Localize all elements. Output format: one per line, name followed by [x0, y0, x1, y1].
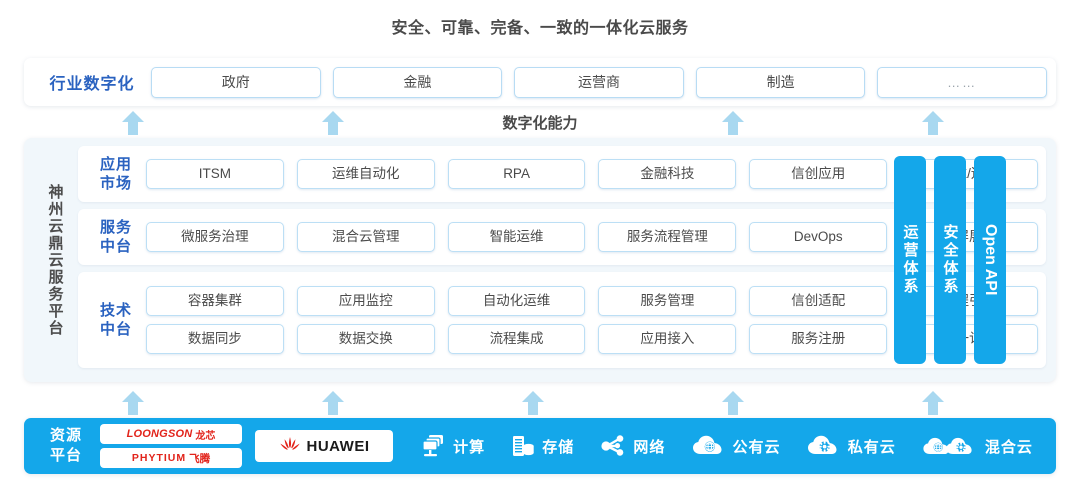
- vendor-chip-loongson-en: LOONGSON: [126, 428, 193, 440]
- layer-row-tech-midend: 技术 中台 容器集群 应用监控 自动化运维 服务管理 信创适配 流程引擎 数据同…: [78, 272, 1046, 368]
- cell-microservice-governance[interactable]: 微服务治理: [146, 222, 284, 252]
- cloud-service-platform-panel: 神州云鼎云服务平台 应用 市场 ITSM 运维自动化 RPA 金融科技 信创应用…: [24, 138, 1056, 382]
- pillar-operations-system-label: 运营体系: [901, 224, 919, 296]
- huawei-flower-icon: [279, 436, 301, 456]
- platform-side-label: 神州云鼎云服务平台: [32, 146, 78, 374]
- vendor-chip-phytium[interactable]: PHYTIUM 飞腾: [100, 448, 242, 468]
- up-arrow-icon: [520, 390, 546, 416]
- cell-container-cluster[interactable]: 容器集群: [146, 286, 284, 316]
- industry-box-operator[interactable]: 运营商: [514, 66, 684, 98]
- vendor-chip-phytium-cn: 飞腾: [189, 452, 211, 465]
- pillar-operations-system[interactable]: 运营体系: [894, 156, 926, 364]
- up-arrow-icon: [920, 110, 946, 136]
- resource-item-network-label: 网络: [633, 438, 666, 456]
- hybrid-cloud-icon: [922, 434, 978, 458]
- pillar-open-api[interactable]: Open API: [974, 156, 1006, 364]
- cell-process-integration[interactable]: 流程集成: [447, 324, 586, 354]
- industry-band-label: 行业数字化: [49, 76, 135, 93]
- resource-item-network[interactable]: 网络: [600, 434, 665, 458]
- layer-label-service-midend: 服务 中台: [86, 218, 146, 256]
- layer-label-line1: 服务: [99, 219, 132, 236]
- network-icon: [600, 434, 626, 458]
- industry-box-manufacturing[interactable]: 制造: [695, 66, 866, 98]
- chip-vendor-stack: LOONGSON 龙芯 PHYTIUM 飞腾: [100, 424, 242, 468]
- resource-band-label-line2: 平台: [49, 447, 82, 464]
- resource-item-storage[interactable]: 存储: [511, 434, 574, 458]
- up-arrow-icon: [720, 390, 746, 416]
- resource-item-compute[interactable]: 计算: [420, 434, 485, 458]
- pillar-security-system[interactable]: 安全体系: [934, 156, 966, 364]
- layer-label-line2: 中台: [99, 321, 132, 338]
- layer-label-tech-midend: 技术 中台: [86, 301, 146, 339]
- resource-band-label: 资源 平台: [34, 426, 98, 466]
- up-arrow-icon: [120, 110, 146, 136]
- cell-app-access[interactable]: 应用接入: [598, 324, 737, 354]
- capability-caption: 数字化能力: [502, 115, 578, 132]
- cell-service-registry[interactable]: 服务注册: [749, 324, 888, 354]
- resource-item-storage-label: 存储: [542, 438, 575, 456]
- vendor-chip-huawei-text: HUAWEI: [306, 437, 370, 455]
- private-cloud-icon: [807, 434, 841, 458]
- industry-items: 政府 金融 运营商 制造 ……: [151, 66, 1047, 98]
- layer-label-app-market: 应用 市场: [86, 155, 146, 193]
- up-arrow-icon: [920, 390, 946, 416]
- resource-band-label-line1: 资源: [49, 427, 82, 444]
- pillar-open-api-label: Open API: [982, 224, 999, 296]
- industry-box-government[interactable]: 政府: [151, 66, 321, 98]
- page-title: 安全、可靠、完备、一致的一体化云服务: [391, 20, 689, 37]
- resource-platform-band: 资源 平台 LOONGSON 龙芯 PHYTIUM 飞腾: [24, 418, 1056, 474]
- industry-box-more[interactable]: ……: [877, 66, 1047, 98]
- cell-hybrid-cloud-mgmt[interactable]: 混合云管理: [296, 222, 435, 252]
- cell-xinchuang-app[interactable]: 信创应用: [749, 159, 888, 189]
- resource-items: 计算: [407, 434, 1046, 458]
- vendor-chip-phytium-en: PHYTIUM: [131, 452, 187, 464]
- cell-devops[interactable]: DevOps: [749, 222, 888, 252]
- cell-automated-ops[interactable]: 自动化运维: [447, 286, 586, 316]
- resource-item-public-cloud[interactable]: 公有云: [692, 434, 781, 458]
- cell-rpa[interactable]: RPA: [447, 159, 586, 189]
- layer-label-line1: 技术: [99, 302, 132, 319]
- vendor-chip-loongson[interactable]: LOONGSON 龙芯: [100, 424, 242, 444]
- resource-item-hybrid-cloud-label: 混合云: [984, 438, 1033, 456]
- industry-box-finance[interactable]: 金融: [332, 66, 503, 98]
- up-arrow-icon: [320, 110, 346, 136]
- layer-cells: 容器集群 应用监控 自动化运维 服务管理 信创适配 流程引擎 数据同步 数据交换…: [146, 286, 1038, 354]
- pillar-security-system-label: 安全体系: [941, 224, 959, 296]
- cell-service-process-mgmt[interactable]: 服务流程管理: [598, 222, 737, 252]
- cell-data-sync[interactable]: 数据同步: [146, 324, 284, 354]
- cell-line: 容器集群 应用监控 自动化运维 服务管理 信创适配 流程引擎: [146, 286, 1038, 316]
- up-arrow-icon: [720, 110, 746, 136]
- up-arrow-icon: [320, 390, 346, 416]
- resource-item-private-cloud-label: 私有云: [847, 438, 896, 456]
- layer-label-line2: 中台: [99, 238, 132, 255]
- storage-icon: [511, 434, 535, 458]
- industry-band: 行业数字化 政府 金融 运营商 制造 ……: [24, 58, 1056, 106]
- layer-row-app-market: 应用 市场 ITSM 运维自动化 RPA 金融科技 信创应用 运维/运营: [78, 146, 1046, 202]
- resource-item-public-cloud-label: 公有云: [732, 438, 781, 456]
- up-arrow-icon: [120, 390, 146, 416]
- cell-intelligent-ops[interactable]: 智能运维: [447, 222, 586, 252]
- cell-ops-automation[interactable]: 运维自动化: [296, 159, 435, 189]
- vendor-chip-loongson-cn: 龙芯: [195, 430, 216, 442]
- public-cloud-icon: [692, 434, 726, 458]
- platform-side-label-text: 神州云鼎云服务平台: [46, 183, 64, 337]
- cell-service-mgmt[interactable]: 服务管理: [598, 286, 737, 316]
- resource-item-compute-label: 计算: [453, 438, 486, 456]
- resource-item-private-cloud[interactable]: 私有云: [807, 434, 896, 458]
- cell-app-monitoring[interactable]: 应用监控: [296, 286, 435, 316]
- cell-xinchuang-adaptation[interactable]: 信创适配: [749, 286, 888, 316]
- compute-icon: [420, 434, 446, 458]
- cell-fintech[interactable]: 金融科技: [598, 159, 737, 189]
- cell-itsm[interactable]: ITSM: [146, 159, 284, 189]
- layer-label-line2: 市场: [99, 175, 132, 192]
- layer-label-line1: 应用: [99, 156, 132, 173]
- platform-layers: 应用 市场 ITSM 运维自动化 RPA 金融科技 信创应用 运维/运营: [78, 146, 1046, 374]
- cell-data-exchange[interactable]: 数据交换: [296, 324, 435, 354]
- resource-item-hybrid-cloud[interactable]: 混合云: [922, 434, 1033, 458]
- vendor-chip-huawei[interactable]: HUAWEI: [255, 430, 393, 462]
- vertical-pillars: 运营体系 安全体系 Open API: [894, 156, 1006, 364]
